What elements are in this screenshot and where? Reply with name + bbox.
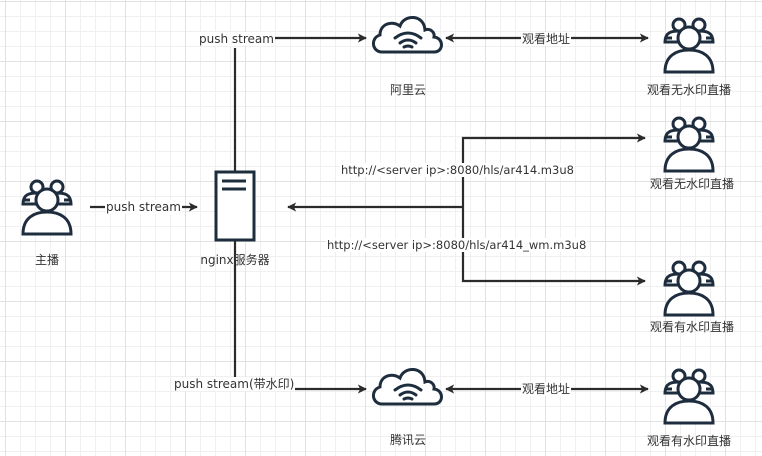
edge-hls-watermark [461,207,646,286]
edge-label-push-tencent: push stream(带水印) [173,377,296,391]
viewer-aliyun-users-icon[interactable] [663,17,715,74]
node-label-viewer-nowm: 观看无水印直播 [649,177,735,191]
edge-label-push-nginx: push stream [105,200,182,214]
aliyun-cloud-icon[interactable] [371,15,443,54]
node-label-tencent: 腾讯云 [389,433,427,447]
streamer-users-icon[interactable] [21,179,73,236]
node-label-viewer-aliyun: 观看无水印直播 [646,83,732,97]
viewer-nowm-users-icon[interactable] [663,116,715,173]
edge-label-hls-plain: http://<server ip>:8080/hls/ar414.m3u8 [340,163,575,177]
edge-label-aliyun-viewers: 观看地址 [521,32,572,46]
edge-label-push-aliyun: push stream [198,32,275,46]
node-label-nginx: nginx服务器 [200,253,270,267]
edge-label-tencent-viewers: 观看地址 [521,382,572,396]
server-icon[interactable] [214,170,256,242]
edge-label-hls-watermark: http://<server ip>:8080/hls/ar414_wm.m3u… [326,238,588,252]
node-label-viewer-tencent: 观看有水印直播 [646,434,732,448]
viewer-wm-users-icon[interactable] [663,260,715,317]
node-label-viewer-wm: 观看有水印直播 [649,320,735,334]
edge-hls-plain [461,133,646,207]
tencent-cloud-icon[interactable] [371,367,443,406]
node-label-aliyun: 阿里云 [389,83,427,97]
node-label-streamer: 主播 [34,253,60,267]
viewer-tencent-users-icon[interactable] [663,368,715,425]
